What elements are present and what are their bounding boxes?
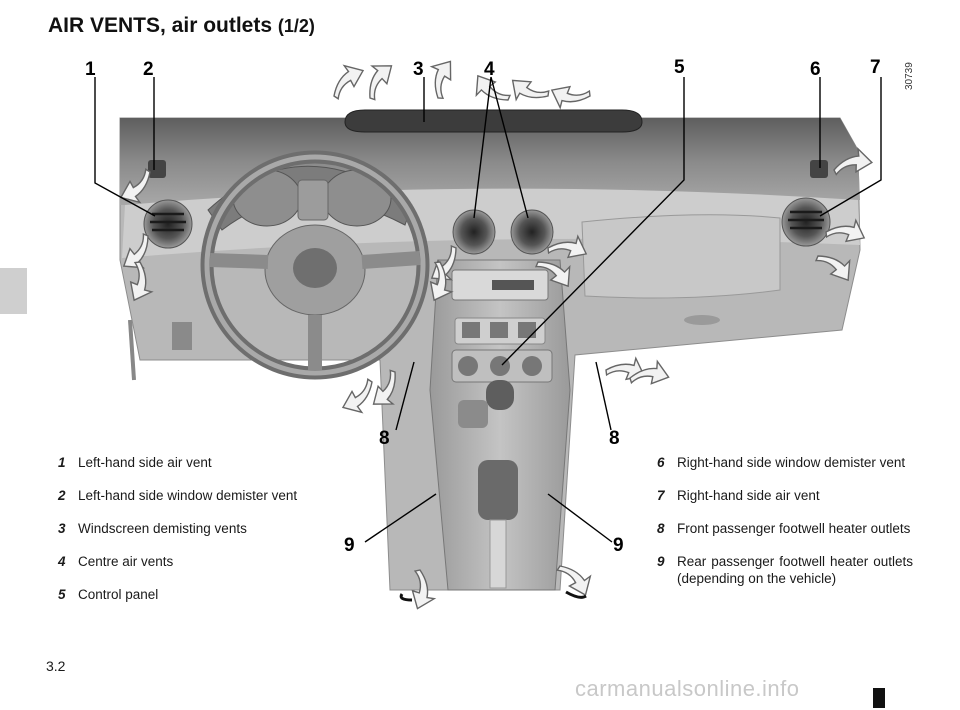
legend-item: 6 Right-hand side window demister vent: [657, 454, 913, 471]
legend-number: 9: [657, 554, 665, 569]
legend-text: Rear passenger footwell heater outlets (…: [677, 554, 913, 586]
legend-number: 5: [58, 587, 66, 602]
legend-item: 2 Left-hand side window demister vent: [58, 487, 314, 504]
legend-number: 6: [657, 455, 665, 470]
legend-text: Left-hand side window demister vent: [78, 488, 298, 503]
legend-number: 7: [657, 488, 665, 503]
legend-text: Left-hand side air vent: [78, 455, 212, 470]
section-tab: [0, 268, 27, 314]
legend-text: Front passenger footwell heater outlets: [677, 521, 911, 536]
legend-number: 3: [58, 521, 66, 536]
legend-number: 8: [657, 521, 665, 536]
legend-text: Right-hand side air vent: [677, 488, 820, 503]
page-title: AIR VENTS, air outlets (1/2): [48, 14, 315, 38]
legend-number: 2: [58, 488, 66, 503]
callout-6: 6: [810, 59, 821, 80]
page-number: 3.2: [46, 658, 66, 674]
legend-item: 8 Front passenger footwell heater outlets: [657, 520, 913, 537]
callout-3: 3: [413, 59, 424, 80]
legend-number: 1: [58, 455, 66, 470]
legend-item: 4 Centre air vents: [58, 553, 314, 570]
legend-number: 4: [58, 554, 66, 569]
legend-text: Right-hand side window demister vent: [677, 455, 906, 470]
dashboard-illustration: 1 2 3 4 5 6 7 8 8 9 9 30739: [0, 40, 960, 670]
callout-4: 4: [484, 59, 495, 80]
title-part: (1/2): [277, 16, 315, 36]
callout-8-right: 8: [609, 428, 620, 449]
legend-text: Control panel: [78, 587, 159, 602]
watermark-text: carmanualsonline.info: [575, 676, 800, 701]
callout-9-right: 9: [613, 535, 624, 556]
callout-2: 2: [143, 59, 154, 80]
legend-item: 5 Control panel: [58, 586, 314, 603]
legend-item: 3 Windscreen demisting vents: [58, 520, 314, 537]
legend-item: 1 Left-hand side air vent: [58, 454, 314, 471]
title-main: AIR VENTS, air outlets: [48, 14, 273, 37]
callout-9-left: 9: [344, 535, 355, 556]
legend-item: 7 Right-hand side air vent: [657, 487, 913, 504]
callout-1: 1: [85, 59, 96, 80]
callout-8-left: 8: [379, 428, 390, 449]
legend-left: 1 Left-hand side air vent 2 Left-hand side…: [58, 454, 314, 619]
legend-item: 9 Rear passenger footwell heater outlets …: [657, 553, 913, 587]
callout-5: 5: [674, 57, 685, 78]
figure-reference: 30739: [904, 62, 915, 90]
callout-7: 7: [870, 57, 881, 78]
page-end-marker: [873, 688, 885, 708]
legend-text: Windscreen demisting vents: [78, 521, 247, 536]
legend-text: Centre air vents: [78, 554, 174, 569]
